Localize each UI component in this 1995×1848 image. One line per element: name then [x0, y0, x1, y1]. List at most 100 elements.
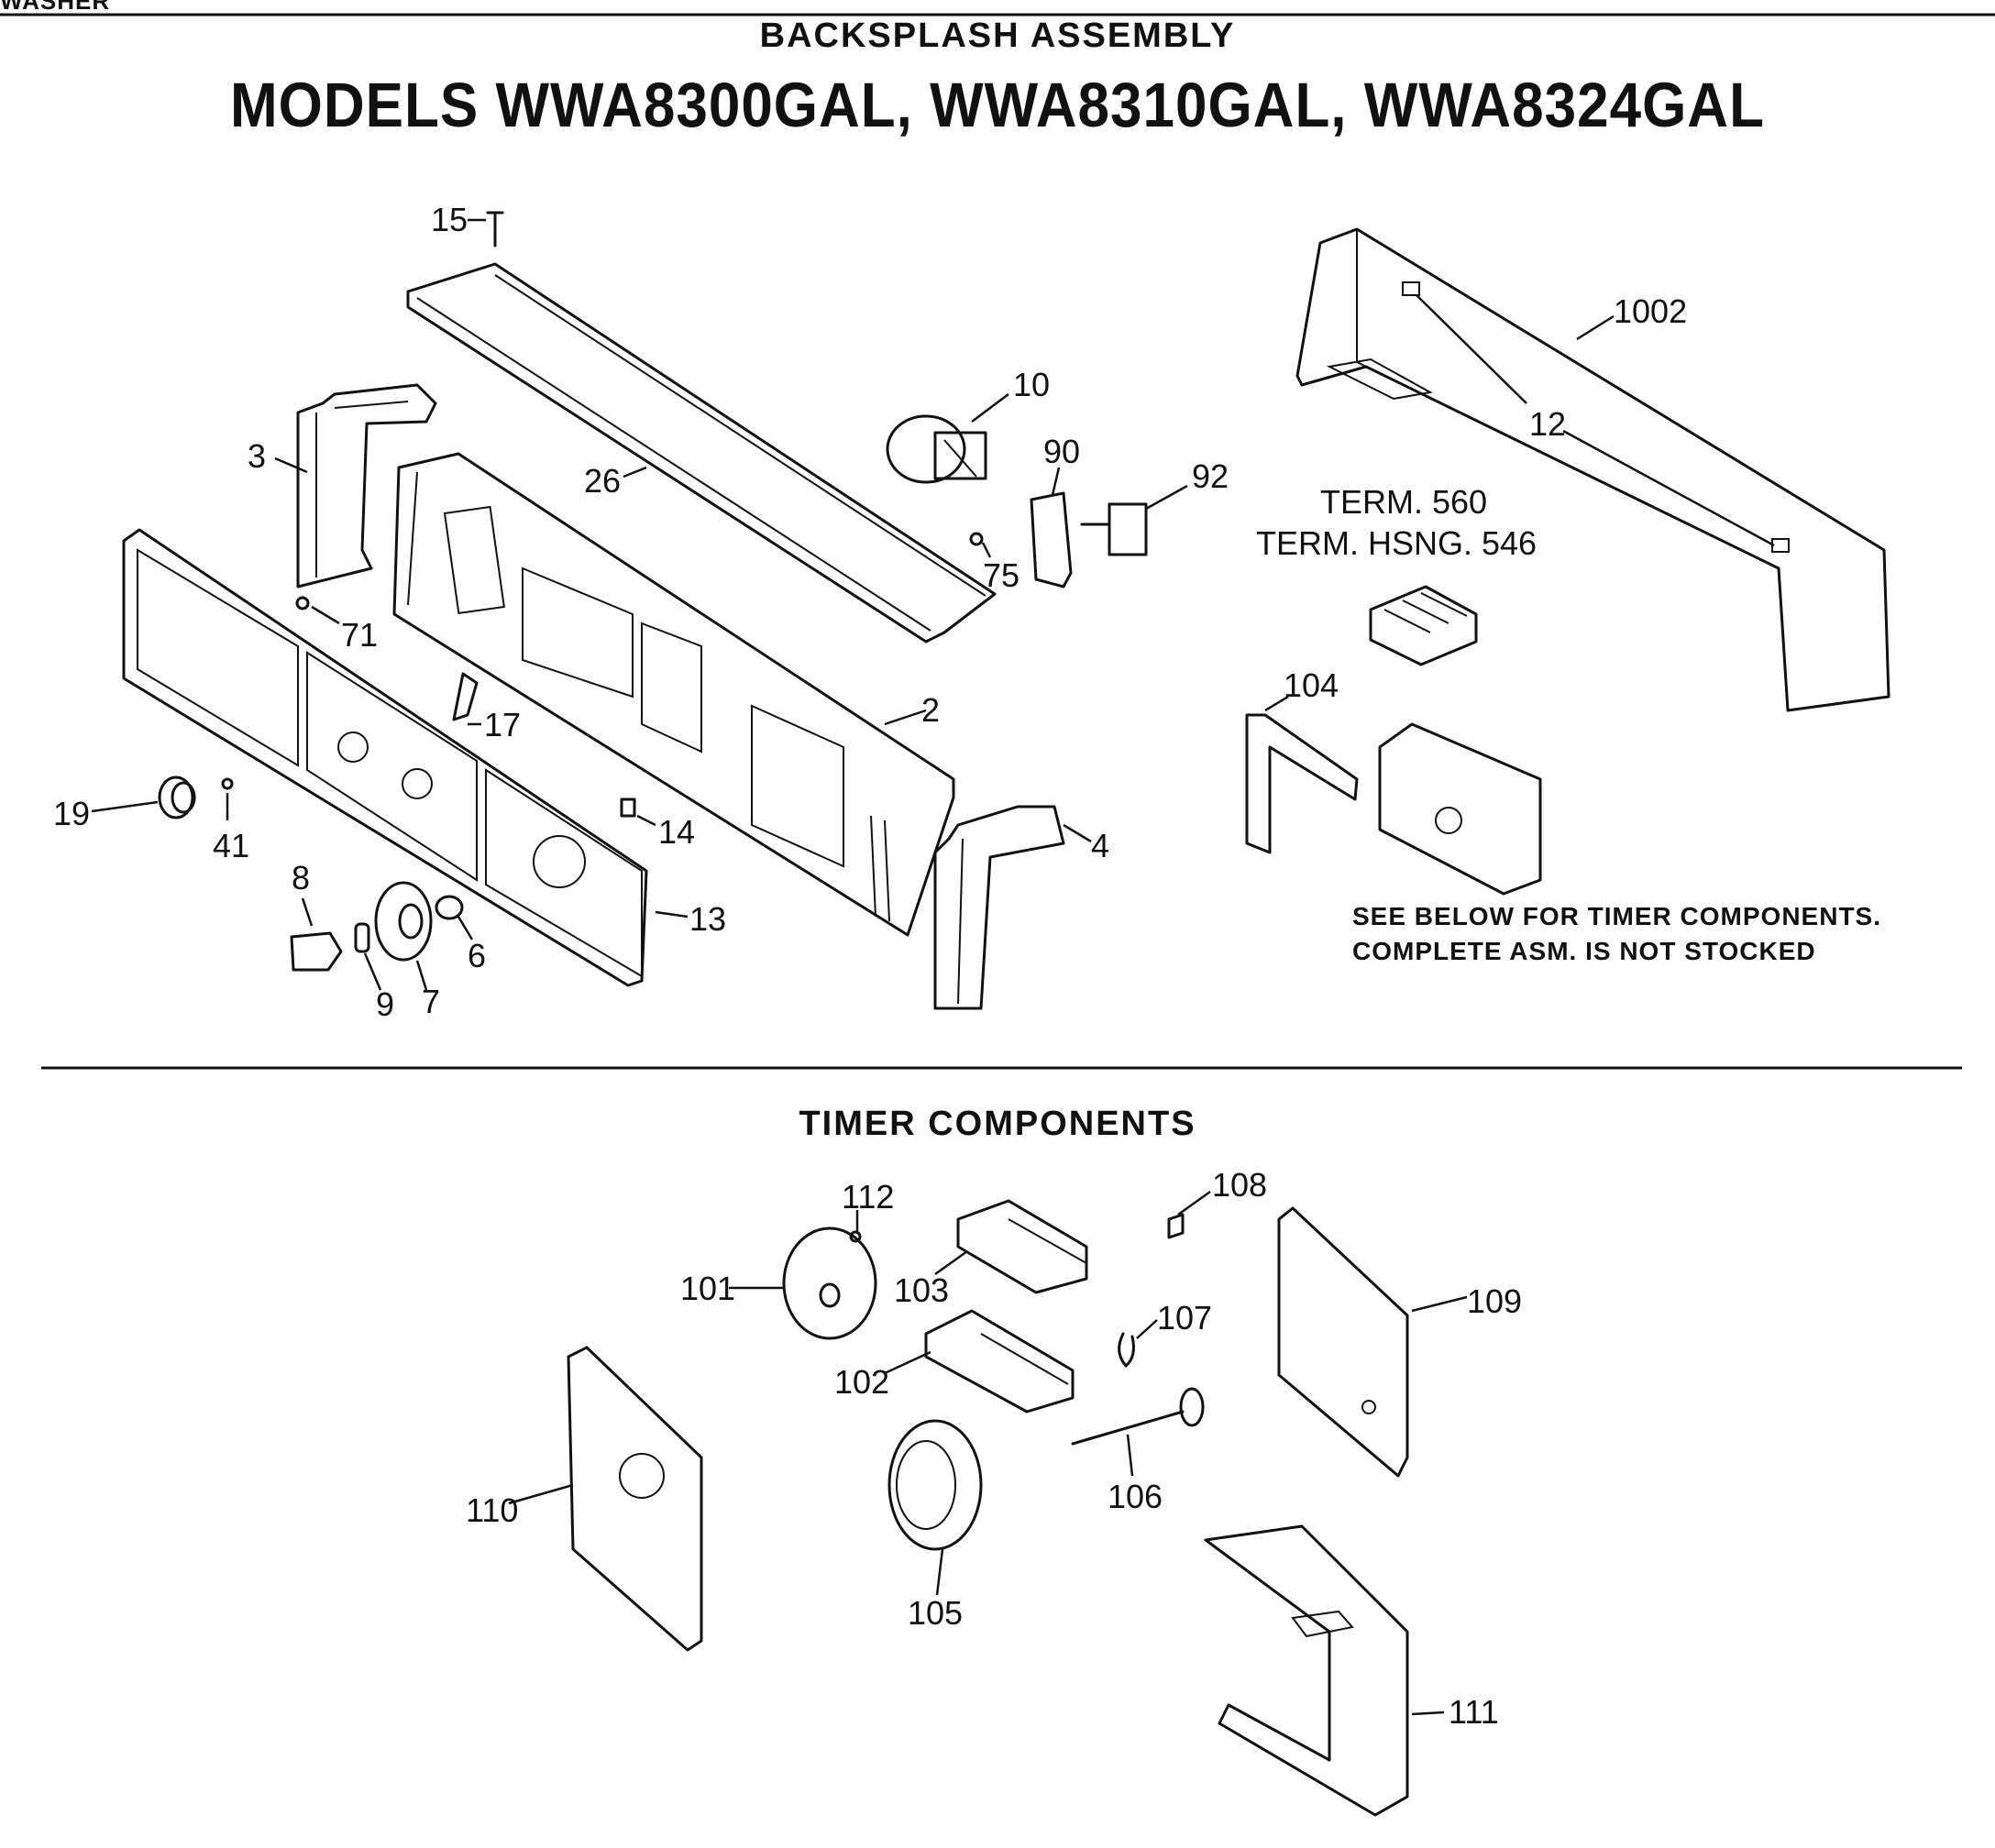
front-bezel	[122, 528, 648, 987]
frame-109	[1277, 1206, 1409, 1478]
callout-110: 110	[466, 1491, 518, 1529]
backsplash-housing	[1295, 227, 1890, 712]
leader-75	[981, 542, 992, 558]
callout-92: 92	[1192, 457, 1229, 495]
callout-4: 4	[1091, 827, 1109, 864]
callout-106: 106	[1108, 1478, 1163, 1515]
callout-103: 103	[894, 1271, 949, 1309]
leader-90	[1051, 467, 1061, 496]
callout-12: 12	[1529, 405, 1566, 443]
callout-10: 10	[1013, 366, 1050, 403]
callout-19: 19	[53, 795, 90, 832]
leader-13	[655, 910, 689, 918]
bracket-104	[1245, 713, 1359, 854]
callout-112: 112	[842, 1178, 894, 1216]
screw-15	[486, 211, 504, 248]
models-subtitle: MODELS WWA8300GAL, WWA8310GAL, WWA8324GA…	[230, 71, 1765, 141]
timer-motor	[782, 1226, 877, 1340]
cover-111	[1204, 1524, 1409, 1817]
leader-26	[623, 466, 647, 478]
callout-71: 71	[341, 616, 378, 654]
left-end-cap	[296, 383, 437, 588]
callout-75: 75	[983, 556, 1020, 594]
callout-6: 6	[468, 937, 486, 974]
callout-101: 101	[680, 1270, 735, 1307]
leader-92	[1145, 484, 1188, 511]
screw-71	[295, 596, 310, 610]
callout-term-hsng-546: TERM. HSNG. 546	[1256, 524, 1537, 562]
leader-14	[636, 814, 656, 827]
knob-19	[158, 776, 196, 820]
connector-102	[924, 1309, 1075, 1414]
callout-26: 26	[584, 462, 621, 500]
callout-13: 13	[689, 900, 726, 938]
plate-110	[567, 1346, 703, 1652]
callout-8: 8	[292, 859, 310, 896]
leader-3	[274, 456, 308, 474]
top-cover-strip	[406, 262, 997, 644]
dial-7	[374, 881, 433, 962]
leader-9	[363, 952, 382, 991]
leader-107	[1136, 1319, 1158, 1339]
timer-note-line2: COMPLETE ASM. IS NOT STOCKED	[1352, 937, 1816, 965]
shaft-106	[1071, 1387, 1205, 1446]
callout-9: 9	[376, 985, 394, 1023]
timer-components-title: TIMER COMPONENTS	[799, 1105, 1196, 1143]
callout-3: 3	[248, 437, 266, 475]
screw-75	[969, 532, 984, 546]
leader-103	[934, 1249, 968, 1276]
leader-106	[1126, 1434, 1134, 1477]
insert-41	[221, 777, 234, 790]
callout-105: 105	[908, 1594, 963, 1632]
switch-bracket	[1030, 491, 1073, 588]
leader-109	[1411, 1295, 1468, 1313]
control-panel-frame	[392, 452, 955, 937]
leader-7	[415, 960, 428, 991]
pressure-switch	[886, 414, 987, 484]
leader-102	[884, 1350, 931, 1375]
clip-17	[452, 672, 479, 721]
callout-41: 41	[213, 827, 249, 864]
knob-8	[290, 931, 343, 972]
leader-105	[935, 1548, 944, 1596]
callout-111: 111	[1449, 1693, 1499, 1731]
leader-10	[971, 393, 1009, 423]
clip-108	[1167, 1213, 1185, 1239]
timer-assembly	[1378, 722, 1542, 896]
leader-19	[91, 800, 159, 813]
leader-71	[311, 605, 340, 625]
callout-90: 90	[1043, 433, 1080, 470]
leader-108	[1177, 1190, 1211, 1216]
callout-109: 109	[1467, 1282, 1522, 1320]
page-title: BACKSPLASH ASSEMBLY	[759, 16, 1236, 55]
leader-8	[301, 897, 314, 927]
callout-1002: 1002	[1614, 292, 1687, 330]
leader-12b	[1562, 429, 1775, 547]
callout-107: 107	[1157, 1299, 1212, 1336]
leader-104	[1264, 695, 1289, 712]
callout-15: 15	[431, 201, 468, 238]
spring-107	[1118, 1332, 1135, 1368]
callout-term-560: TERM. 560	[1320, 483, 1487, 521]
callout-102: 102	[834, 1363, 889, 1401]
callout-108: 108	[1212, 1166, 1267, 1204]
knob-6	[435, 895, 464, 920]
section-label: WASHER	[0, 0, 111, 15]
callout-7: 7	[422, 983, 440, 1020]
connector-103	[956, 1199, 1088, 1294]
spring-9	[354, 922, 370, 953]
callout-104: 104	[1284, 666, 1339, 704]
rotary-switch	[1080, 502, 1148, 556]
terminal-block	[1369, 585, 1478, 666]
right-end-cap	[933, 805, 1065, 1010]
callout-14: 14	[658, 813, 695, 851]
leader-4	[1063, 823, 1092, 843]
leader-6	[457, 916, 474, 940]
timer-note-line1: SEE BELOW FOR TIMER COMPONENTS.	[1352, 902, 1882, 930]
leader-2	[884, 709, 927, 726]
clip-14	[620, 798, 636, 818]
callout-2: 2	[921, 691, 940, 729]
leader-110	[508, 1483, 574, 1505]
leader-12a	[1416, 294, 1527, 404]
